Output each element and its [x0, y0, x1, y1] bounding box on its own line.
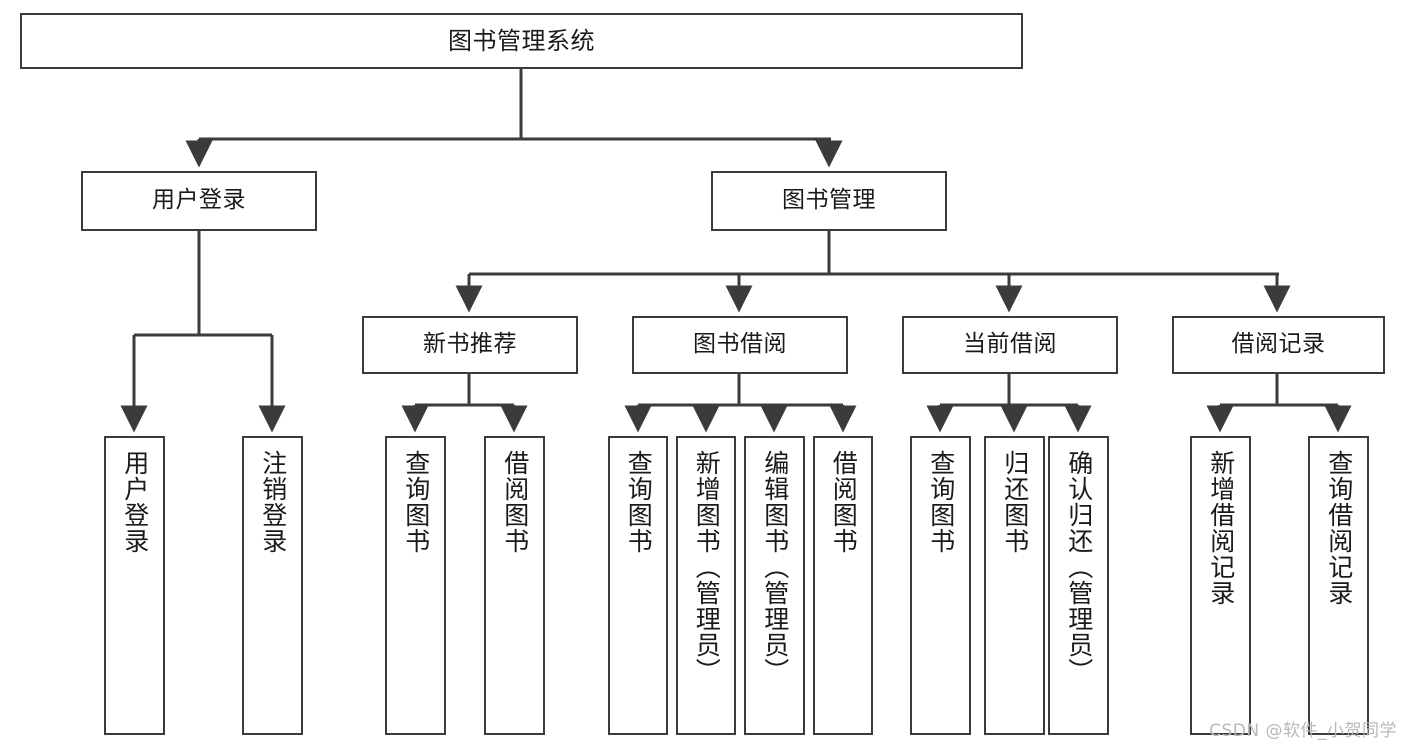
node-current-borrow-label: 当前借阅: [963, 331, 1057, 358]
node-leaf-return-book-label: 归还图书: [1000, 450, 1030, 554]
node-new-book-recommend-label: 新书推荐: [423, 331, 517, 358]
node-book-borrow[interactable]: 图书借阅: [632, 316, 848, 374]
node-leaf-query-book-2[interactable]: 查询图书: [608, 436, 668, 735]
node-leaf-edit-book[interactable]: 编辑图书（管理员）: [744, 436, 805, 735]
node-leaf-logout[interactable]: 注销登录: [242, 436, 303, 735]
node-leaf-add-book[interactable]: 新增图书（管理员）: [676, 436, 736, 735]
node-root-label: 图书管理系统: [448, 26, 595, 55]
node-leaf-user-login[interactable]: 用户登录: [104, 436, 165, 735]
node-new-book-recommend[interactable]: 新书推荐: [362, 316, 578, 374]
node-current-borrow[interactable]: 当前借阅: [902, 316, 1118, 374]
node-root[interactable]: 图书管理系统: [20, 13, 1023, 69]
node-leaf-user-login-label: 用户登录: [120, 450, 150, 554]
node-borrow-record-label: 借阅记录: [1231, 331, 1326, 358]
node-leaf-confirm-return[interactable]: 确认归还（管理员）: [1048, 436, 1109, 735]
node-leaf-confirm-return-label: 确认归还（管理员）: [1064, 450, 1094, 684]
node-leaf-borrow-book-2[interactable]: 借阅图书: [813, 436, 873, 735]
node-leaf-query-book-1[interactable]: 查询图书: [385, 436, 446, 735]
node-leaf-return-book[interactable]: 归还图书: [984, 436, 1045, 735]
node-borrow-record[interactable]: 借阅记录: [1172, 316, 1385, 374]
node-leaf-query-book-3-label: 查询图书: [926, 450, 956, 554]
node-leaf-add-book-label: 新增图书（管理员）: [692, 450, 722, 684]
node-leaf-edit-book-label: 编辑图书（管理员）: [760, 450, 790, 684]
node-leaf-logout-label: 注销登录: [258, 450, 288, 554]
node-leaf-query-record[interactable]: 查询借阅记录: [1308, 436, 1369, 735]
node-book-borrow-label: 图书借阅: [693, 331, 787, 358]
node-leaf-borrow-book-1-label: 借阅图书: [500, 450, 530, 554]
node-user-login[interactable]: 用户登录: [81, 171, 317, 231]
node-leaf-query-book-3[interactable]: 查询图书: [910, 436, 971, 735]
node-leaf-query-record-label: 查询借阅记录: [1324, 450, 1354, 606]
node-leaf-query-book-1-label: 查询图书: [401, 450, 431, 554]
csdn-watermark: CSDN @软件_小贺同学: [1209, 721, 1397, 741]
node-leaf-borrow-book-2-label: 借阅图书: [829, 450, 859, 554]
node-leaf-borrow-book-1[interactable]: 借阅图书: [484, 436, 545, 735]
node-leaf-query-book-2-label: 查询图书: [624, 450, 654, 554]
node-user-login-label: 用户登录: [152, 187, 246, 214]
node-leaf-add-record[interactable]: 新增借阅记录: [1190, 436, 1251, 735]
node-book-manage[interactable]: 图书管理: [711, 171, 947, 231]
node-leaf-add-record-label: 新增借阅记录: [1206, 450, 1236, 606]
node-book-manage-label: 图书管理: [782, 187, 876, 214]
